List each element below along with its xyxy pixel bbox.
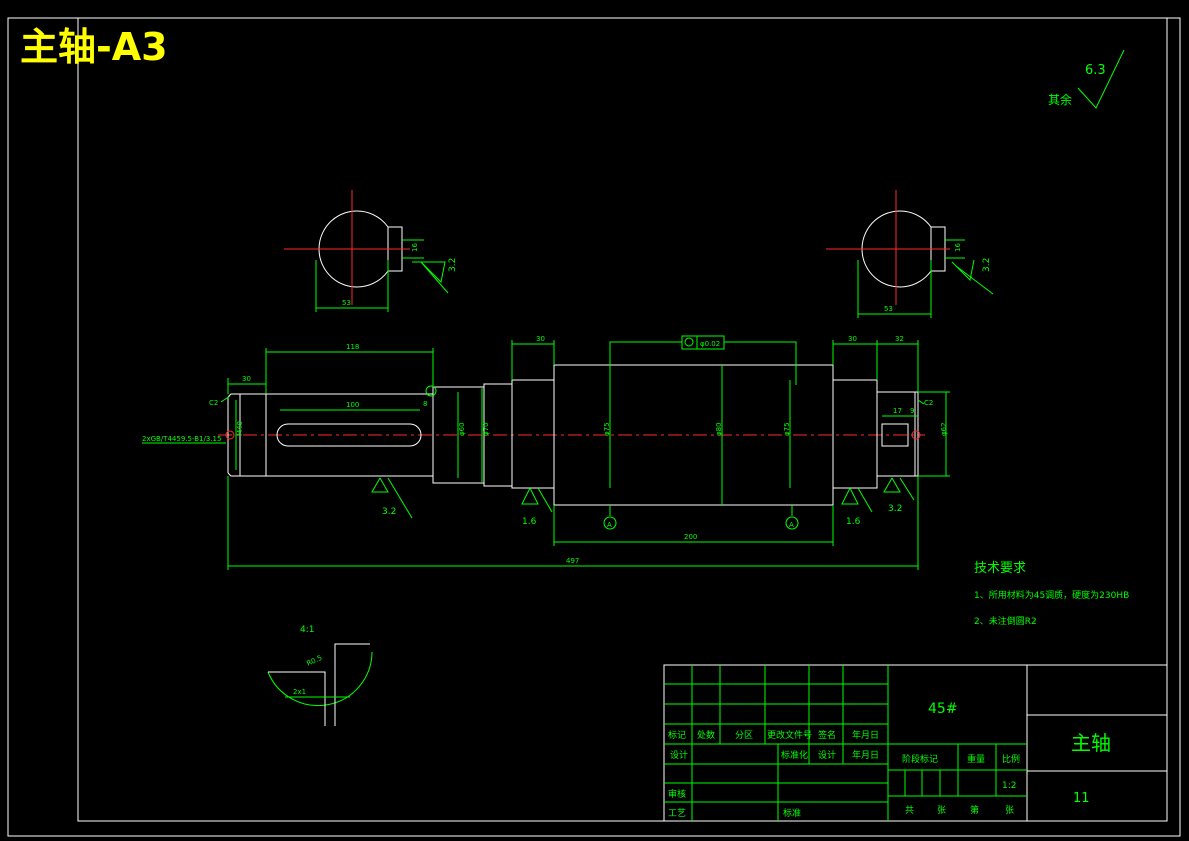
svg-text:φ0.02: φ0.02 <box>700 340 720 348</box>
svg-text:6.3: 6.3 <box>1085 63 1106 78</box>
svg-text:φ60: φ60 <box>458 422 466 436</box>
svg-text:分区: 分区 <box>735 730 753 741</box>
section-view-right: 53 16 3.2 <box>826 190 994 318</box>
svg-text:比例: 比例 <box>1002 753 1020 765</box>
part-name: 主轴 <box>1071 731 1111 755</box>
svg-text:标准化: 标准化 <box>781 749 808 761</box>
svg-text:张: 张 <box>1005 805 1014 816</box>
svg-text:C2: C2 <box>209 399 218 407</box>
svg-text:1:2: 1:2 <box>1002 781 1016 791</box>
svg-text:年月日: 年月日 <box>852 729 879 741</box>
svg-text:第: 第 <box>970 804 979 816</box>
svg-text:1.6: 1.6 <box>522 517 537 527</box>
svg-text:2、未注倒圆R2: 2、未注倒圆R2 <box>974 615 1037 627</box>
svg-text:32: 32 <box>895 335 904 343</box>
svg-text:标准: 标准 <box>783 807 801 819</box>
inner-border <box>77 17 1168 822</box>
title-block: 标记 处数 分区 更改文件号 签名 年月日 设计 标准化 设计 年月日 审核 工… <box>663 664 1168 822</box>
svg-text:更改文件号: 更改文件号 <box>767 729 812 741</box>
svg-text:2xGB/T4459.5-B1/3.15: 2xGB/T4459.5-B1/3.15 <box>142 435 221 443</box>
svg-text:φ62: φ62 <box>940 422 948 436</box>
svg-text:M40: M40 <box>236 421 244 436</box>
shaft-dimensions: 30 118 100 8 30 30 32 17 9 φ0.02 φ60 φ <box>142 335 950 570</box>
svg-text:技术要求: 技术要求 <box>974 561 1026 576</box>
svg-text:A: A <box>789 521 794 529</box>
svg-text:φ75: φ75 <box>783 422 791 436</box>
technical-requirements: 技术要求 1、所用材料为45调质，硬度为230HB 2、未注倒圆R2 <box>974 561 1129 627</box>
svg-text:200: 200 <box>684 533 697 541</box>
svg-text:A: A <box>607 521 612 529</box>
svg-text:9: 9 <box>910 407 914 415</box>
material: 45# <box>928 701 958 717</box>
svg-text:100: 100 <box>346 401 359 409</box>
svg-text:φ70: φ70 <box>482 422 490 436</box>
svg-text:4:1: 4:1 <box>300 625 314 635</box>
svg-text:签名: 签名 <box>818 729 836 741</box>
svg-text:处数: 处数 <box>697 729 715 741</box>
datum-a-right: A <box>785 505 799 530</box>
svg-text:16: 16 <box>954 243 962 252</box>
shaft-roughness-symbols: 3.2 1.6 1.6 3.2 <box>371 477 915 527</box>
svg-text:16: 16 <box>411 243 419 252</box>
datum-a-left: A <box>603 505 617 530</box>
section-left-width: 53 <box>342 299 351 307</box>
drawing-number: 11 <box>1073 791 1090 806</box>
svg-text:其余: 其余 <box>1048 92 1072 107</box>
svg-text:17: 17 <box>893 407 902 415</box>
svg-text:30: 30 <box>536 335 545 343</box>
svg-text:30: 30 <box>848 335 857 343</box>
svg-text:阶段标记: 阶段标记 <box>902 753 938 765</box>
svg-text:年月日: 年月日 <box>852 749 879 761</box>
svg-text:118: 118 <box>346 343 359 351</box>
svg-text:3.2: 3.2 <box>448 258 458 272</box>
svg-text:φ80: φ80 <box>715 422 723 436</box>
svg-text:3.2: 3.2 <box>382 507 396 517</box>
svg-text:重量: 重量 <box>967 753 985 765</box>
svg-text:张: 张 <box>937 805 946 816</box>
svg-text:3.2: 3.2 <box>982 258 992 272</box>
svg-text:1.6: 1.6 <box>846 517 861 527</box>
detail-view: 4:1 R0.5 2x1 <box>267 625 373 726</box>
svg-text:标记: 标记 <box>668 729 686 741</box>
svg-text:497: 497 <box>566 557 579 565</box>
section-view-left: 53 16 3.2 <box>284 190 458 312</box>
svg-text:C2: C2 <box>924 399 933 407</box>
section-right-width: 53 <box>884 305 893 313</box>
svg-text:工艺: 工艺 <box>668 808 686 819</box>
svg-text:设计: 设计 <box>818 749 836 761</box>
svg-text:设计: 设计 <box>670 749 688 761</box>
svg-text:审核: 审核 <box>668 788 686 800</box>
svg-text:30: 30 <box>242 375 251 383</box>
roughness-default-symbol: 6.3 其余 <box>1048 49 1125 109</box>
svg-text:2x1: 2x1 <box>293 688 306 696</box>
svg-text:3.2: 3.2 <box>888 504 902 514</box>
svg-text:R0.5: R0.5 <box>305 654 323 668</box>
svg-text:共: 共 <box>905 805 914 816</box>
outer-border <box>7 17 1181 837</box>
svg-text:8: 8 <box>423 400 427 408</box>
svg-text:1、所用材料为45调质，硬度为230HB: 1、所用材料为45调质，硬度为230HB <box>974 589 1129 601</box>
svg-text:φ75: φ75 <box>603 422 611 436</box>
drawing-title: 主轴-A3 <box>20 25 168 69</box>
shaft-main-view <box>218 364 925 506</box>
